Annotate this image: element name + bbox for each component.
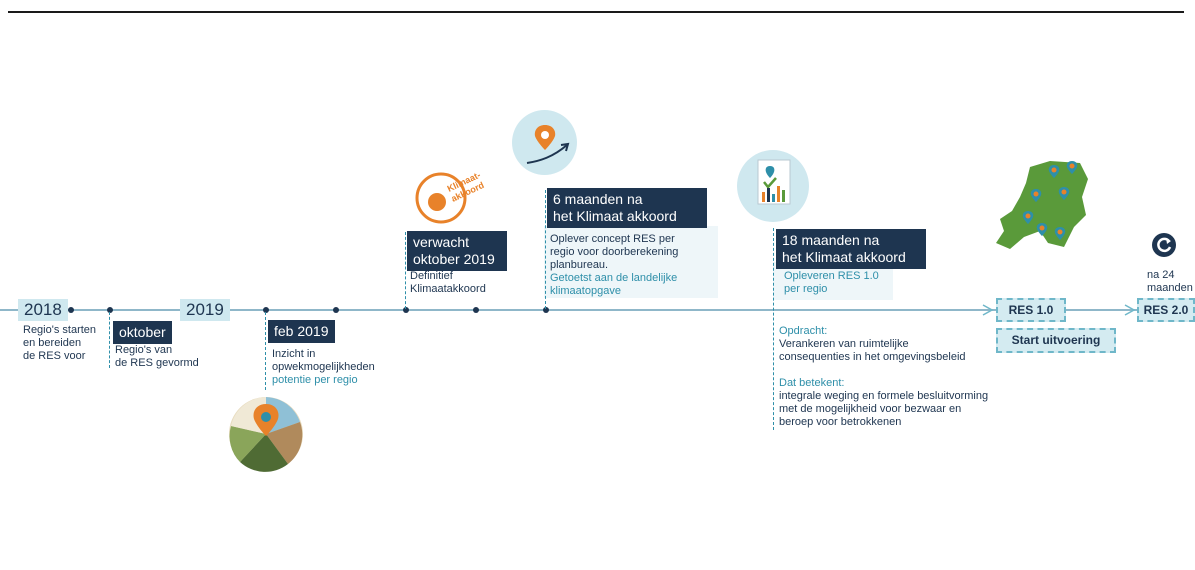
- arrow-head-icon: [982, 304, 994, 316]
- map-pin-landscape-icon: [229, 397, 303, 472]
- res-2-badge: RES 2.0: [1137, 298, 1195, 322]
- timeline-dot: [68, 307, 74, 313]
- betekent-text: Dat betekent: integrale weging en formel…: [779, 377, 989, 428]
- top-rule: [8, 11, 1184, 13]
- connector-line: [405, 232, 406, 309]
- timeline-dot: [543, 307, 549, 313]
- feb-2019-label: feb 2019: [268, 320, 335, 343]
- cycle-icon: [1152, 233, 1176, 257]
- timeline-dot: [263, 307, 269, 313]
- klimaatakkoord-logo-icon: Klimaat- akkoord: [415, 170, 486, 224]
- info-panel: [544, 226, 718, 298]
- connector-line: [773, 228, 774, 430]
- netherlands-map-icon: [996, 161, 1088, 249]
- year-2018-label: 2018: [18, 299, 68, 321]
- arrow-head-icon: [1124, 304, 1136, 316]
- timeline-dot: [403, 307, 409, 313]
- timeline-dot: [107, 307, 113, 313]
- connector-line: [109, 312, 110, 368]
- connector-line: [265, 312, 266, 390]
- year-2019-label: 2019: [180, 299, 230, 321]
- connector-line: [545, 190, 546, 309]
- res-1-badge: RES 1.0: [996, 298, 1066, 322]
- oktober-label: oktober: [113, 321, 172, 344]
- report-chart-icon: [757, 159, 791, 205]
- start-uitvoering-badge: Start uitvoering: [996, 328, 1116, 353]
- timeline-dot: [333, 307, 339, 313]
- timeline-dot: [473, 307, 479, 313]
- timeline-axis: [0, 309, 1195, 311]
- location-growth-icon: [526, 125, 570, 164]
